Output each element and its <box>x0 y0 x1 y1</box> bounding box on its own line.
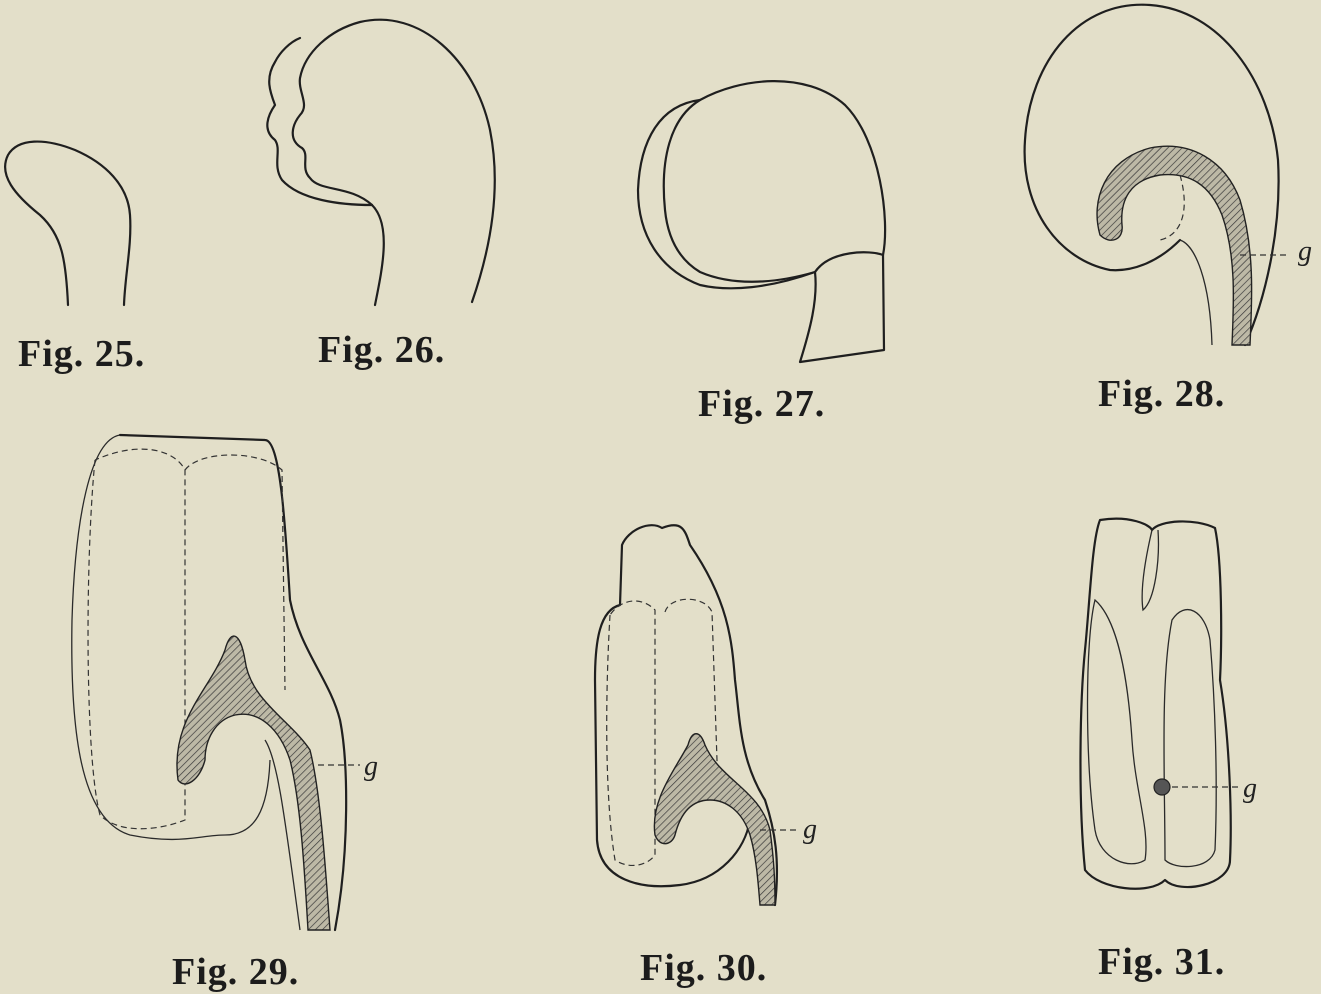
fig27-drawing <box>638 81 885 362</box>
fig26-caption: Fig. 26. <box>318 328 445 372</box>
fig28-g-label: g <box>1298 236 1312 267</box>
fig29-caption: Fig. 29. <box>172 950 299 994</box>
fig30-caption: Fig. 30. <box>640 946 767 990</box>
fig27-caption: Fig. 27. <box>698 382 825 426</box>
fig29-g-label: g <box>364 751 378 782</box>
fig25-caption: Fig. 25. <box>18 332 145 376</box>
fig29-drawing: g <box>72 435 378 930</box>
fig28-caption: Fig. 28. <box>1098 372 1225 416</box>
fig26-drawing <box>267 20 494 305</box>
fig30-drawing: g <box>595 525 817 905</box>
fig25-drawing <box>5 142 130 305</box>
fig31-g-label: g <box>1243 773 1257 804</box>
fig30-g-label: g <box>803 814 817 845</box>
fig28-drawing: g <box>1025 5 1312 345</box>
fig31-caption: Fig. 31. <box>1098 940 1225 984</box>
fig31-drawing: g <box>1080 519 1257 889</box>
